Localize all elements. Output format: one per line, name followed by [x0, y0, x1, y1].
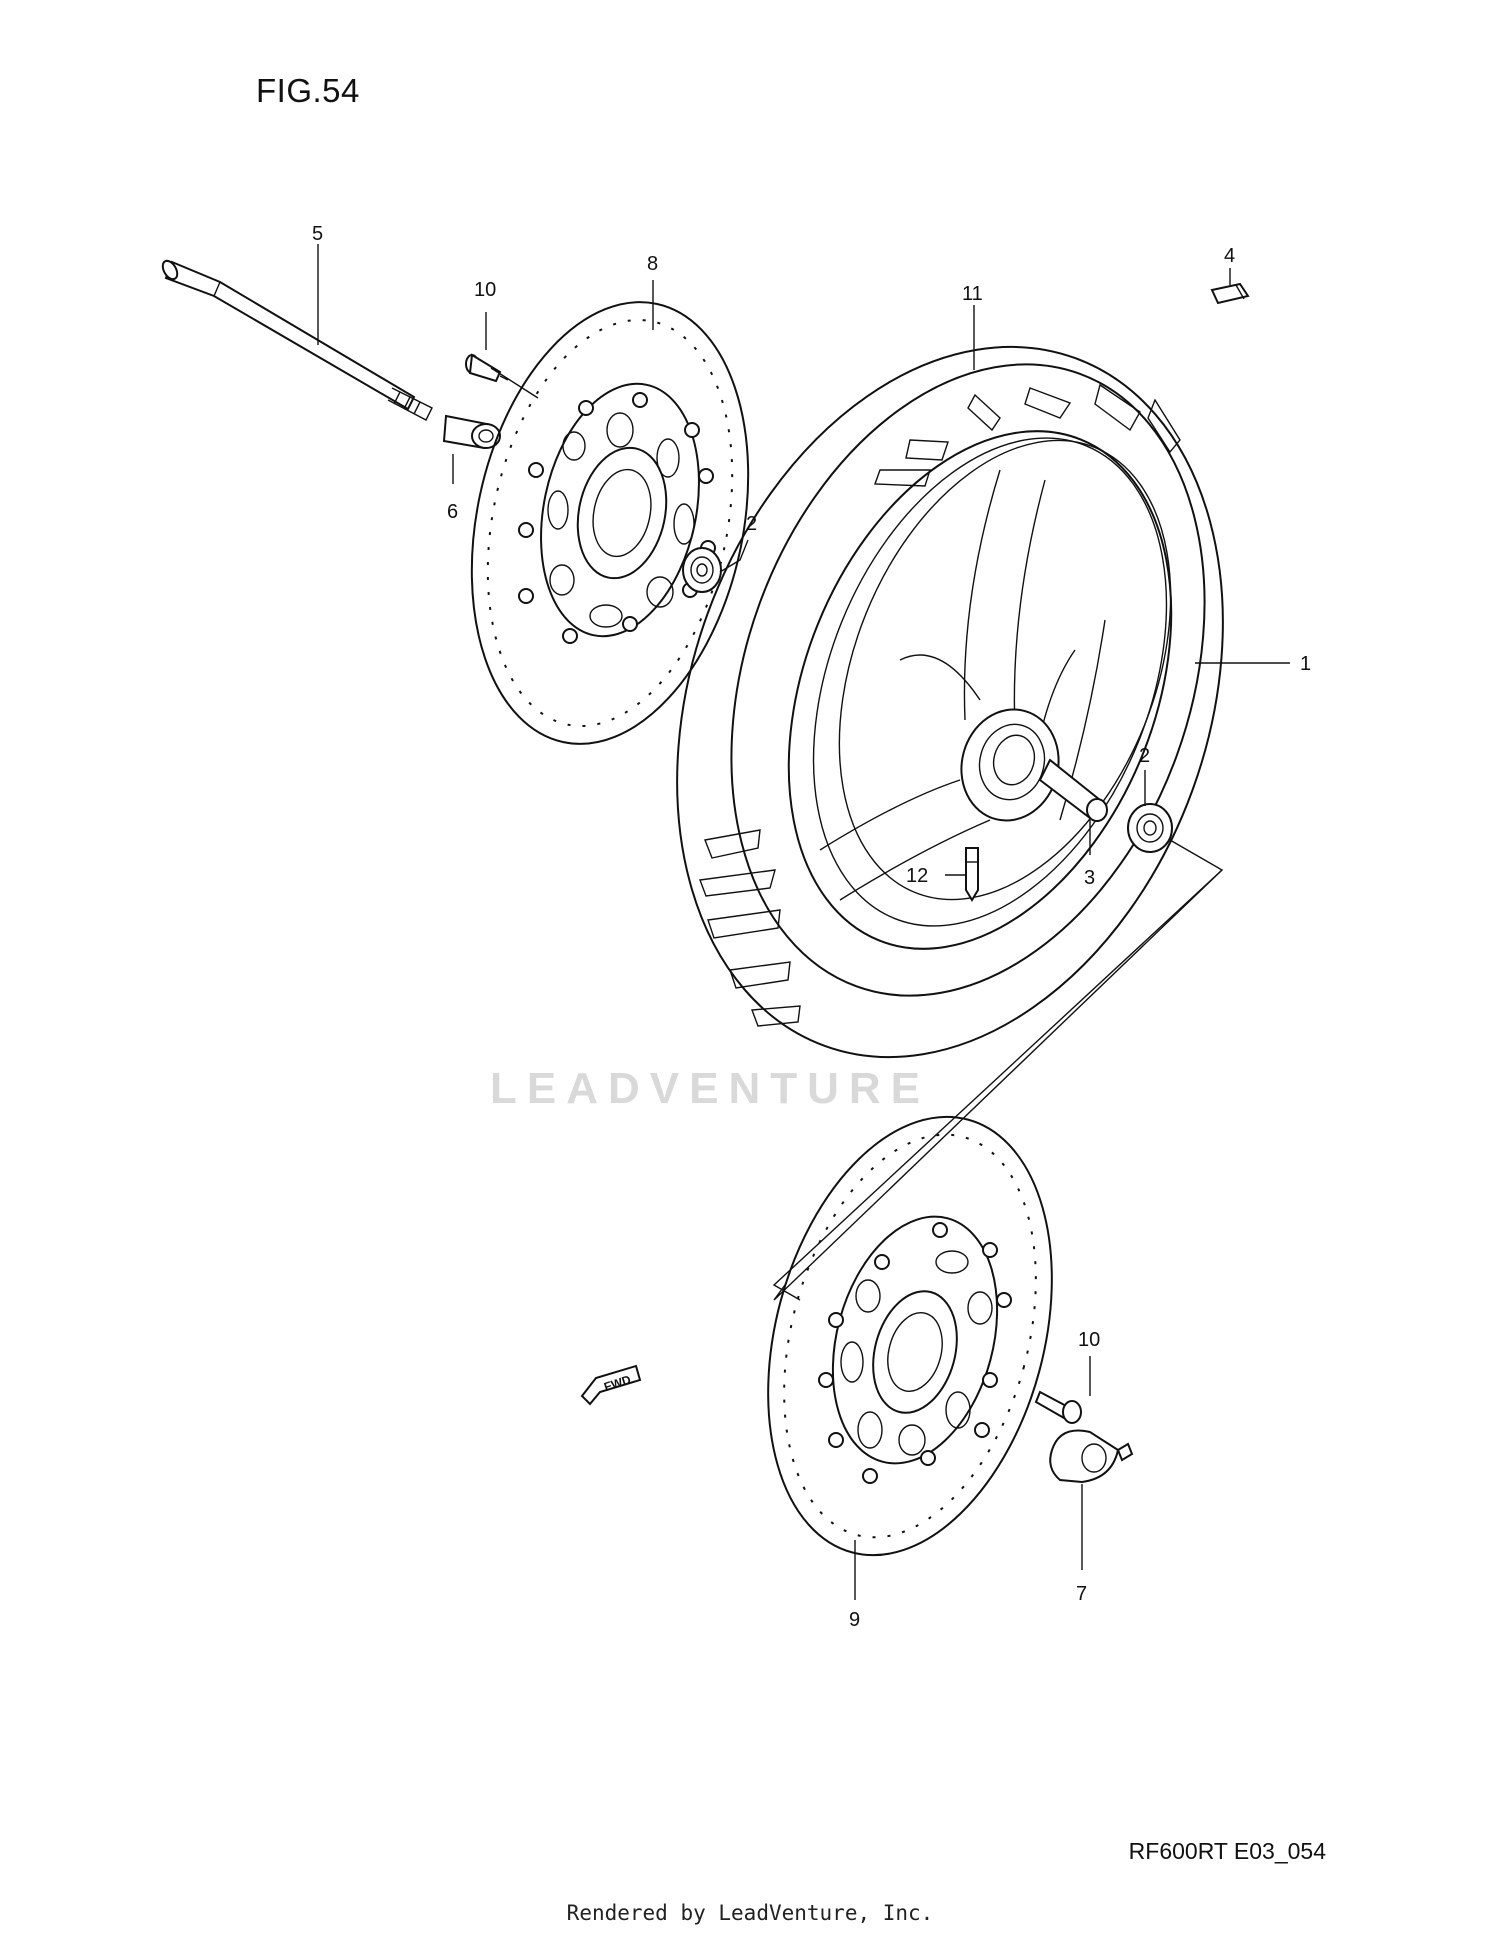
callout-3: 3	[1084, 867, 1095, 889]
leader-lines	[317, 244, 1290, 1600]
callout-labels: 1 2 2 3 4 5 6 7 8 9 10 10 11 12	[312, 223, 1311, 1631]
bearing-part-2-right[interactable]	[1127, 803, 1173, 853]
callout-12: 12	[906, 865, 928, 887]
callout-2-left: 2	[746, 513, 757, 535]
hub-spacer-part-3[interactable]	[1038, 758, 1108, 822]
brake-disc-part-9[interactable]	[723, 1085, 1098, 1587]
valve-part-12[interactable]	[965, 847, 979, 902]
figure-title: FIG.54	[256, 72, 360, 109]
wheel-rim-part-1[interactable]	[717, 374, 1244, 1006]
bearing-part-2-left[interactable]	[682, 547, 722, 593]
disc-bolt-part-10-top[interactable]	[465, 353, 509, 383]
spacer-part-6[interactable]	[442, 414, 501, 450]
callout-10-top: 10	[474, 279, 496, 301]
fwd-direction-arrow: FWD	[580, 1364, 642, 1406]
callout-2-right: 2	[1139, 745, 1150, 767]
axle-part-5[interactable]	[160, 258, 433, 421]
disc-bolt-part-10-bottom[interactable]	[1034, 1390, 1082, 1424]
callout-10-bottom: 10	[1078, 1329, 1100, 1351]
callout-7: 7	[1076, 1583, 1087, 1605]
callout-8: 8	[647, 253, 658, 275]
front-wheel-assembly	[582, 270, 1317, 1134]
callout-11: 11	[962, 283, 983, 305]
tire-part-11[interactable]	[582, 270, 1317, 1134]
callout-4: 4	[1224, 245, 1235, 267]
callout-6: 6	[447, 501, 458, 523]
brake-disc-part-8[interactable]	[433, 276, 786, 770]
render-credit: Rendered by LeadVenture, Inc.	[566, 1901, 934, 1925]
watermark-text: LEADVENTURE	[490, 1064, 930, 1113]
callout-5: 5	[312, 223, 323, 245]
assembly-guide-lines	[772, 839, 1224, 1301]
valve-cap-part-4[interactable]	[1210, 282, 1250, 305]
catalog-code: RF600RT E03_054	[1128, 1838, 1326, 1864]
callout-1: 1	[1300, 653, 1311, 675]
callout-9: 9	[849, 1609, 860, 1631]
speedometer-gearbox-part-7[interactable]	[1049, 1429, 1134, 1484]
